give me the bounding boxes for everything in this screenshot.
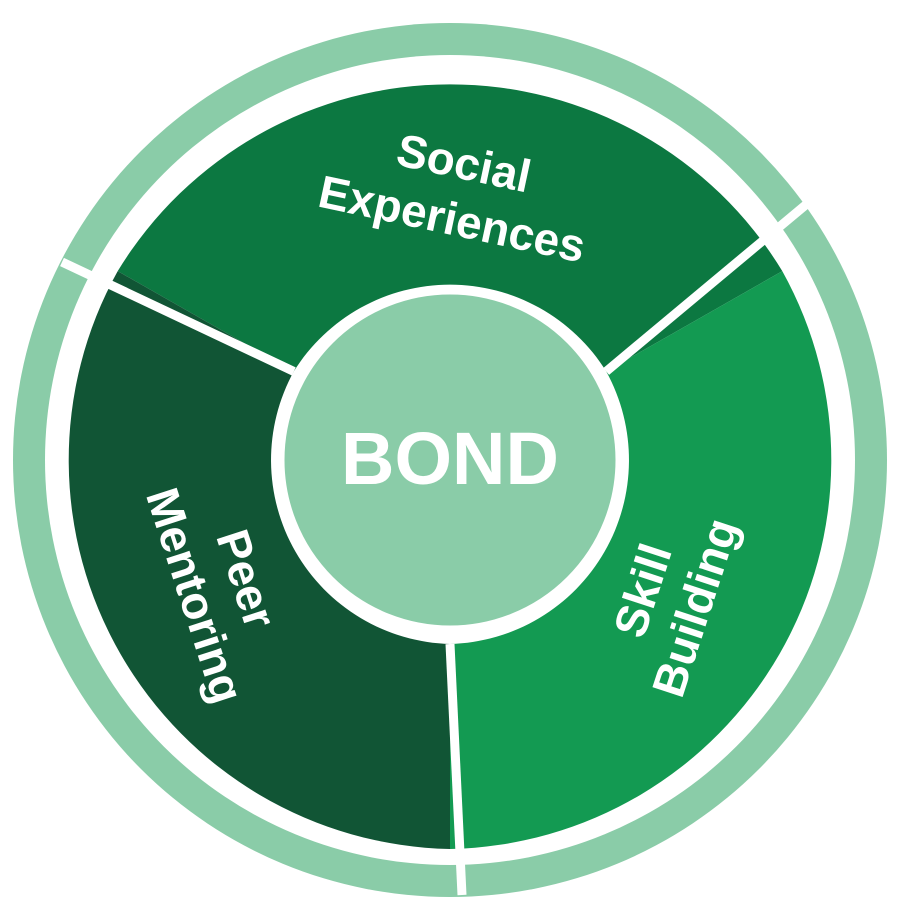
- separator-bottom: [445, 643, 467, 896]
- segment-social-experiences: [117, 84, 783, 372]
- separator-top-left: [60, 257, 296, 376]
- separator-top-right: [603, 199, 811, 375]
- segment-peer-mentoring: [68, 271, 450, 850]
- center-circle: [275, 285, 625, 635]
- center-label: BOND: [341, 417, 559, 500]
- segment-skill-building: [450, 271, 832, 850]
